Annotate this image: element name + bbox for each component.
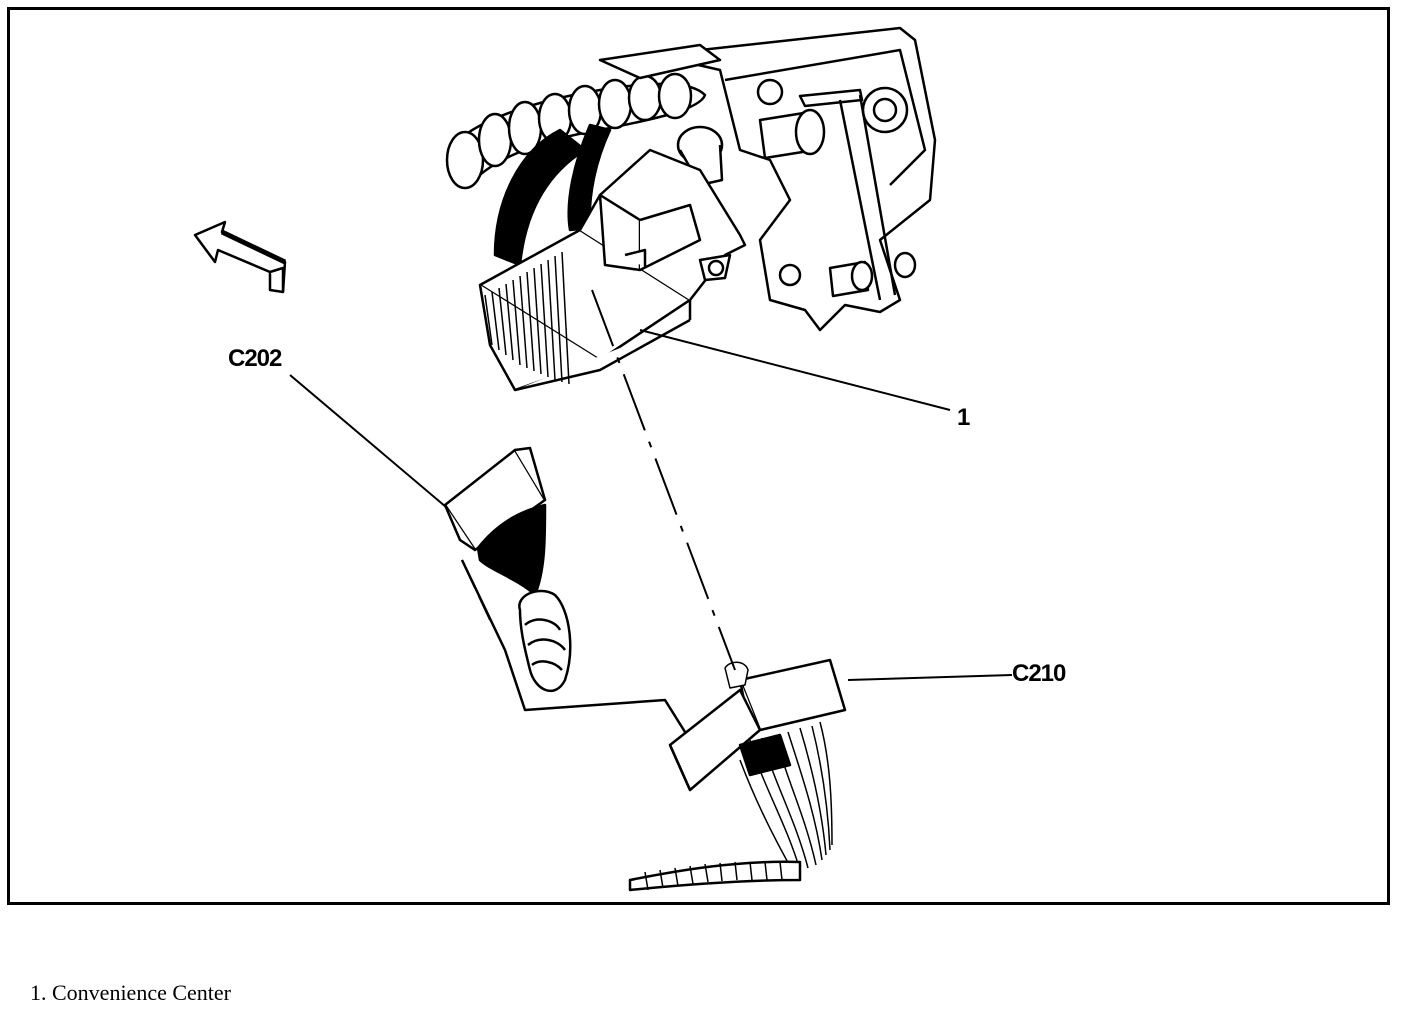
label-item-1: 1 — [957, 404, 970, 431]
label-c210: C210 — [1012, 660, 1066, 687]
leader-lines — [289, 289, 1013, 681]
connector-c210 — [628, 658, 847, 892]
connector-c202 — [443, 446, 572, 692]
convenience-center — [478, 148, 747, 392]
forward-arrow-icon — [193, 220, 287, 294]
connector-wires-top — [493, 123, 612, 267]
connector-bracket-plate — [460, 559, 692, 741]
label-c202: C202 — [228, 345, 282, 372]
wiring-harness-coil — [445, 43, 724, 190]
mounting-bracket — [653, 26, 937, 332]
legend-item-1: 1. Convenience Center — [30, 980, 231, 1005]
